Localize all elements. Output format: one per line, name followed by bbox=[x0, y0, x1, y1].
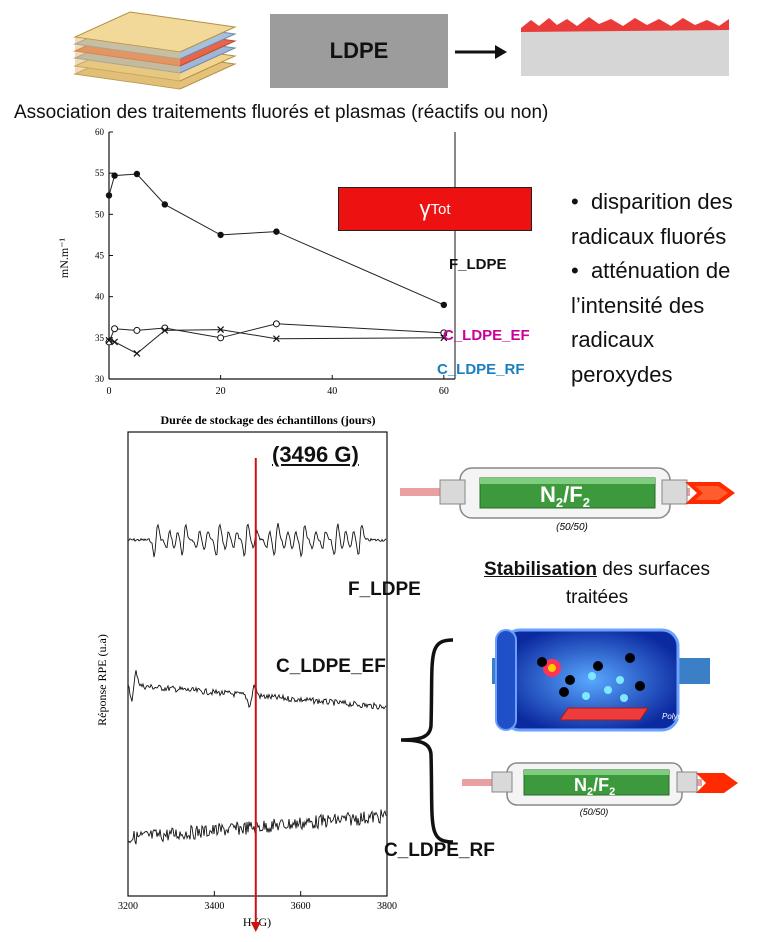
ldpe-label: LDPE bbox=[329, 38, 389, 63]
series-label-c-ldpe-rf: C_LDPE_RF bbox=[437, 361, 525, 378]
x-tick-label: 0 bbox=[107, 386, 112, 397]
y-tick-label: 35 bbox=[95, 333, 105, 343]
x-tick-label: 3200 bbox=[118, 901, 138, 912]
data-point bbox=[273, 228, 280, 235]
data-point bbox=[440, 329, 448, 337]
observation-item: • disparition des radicaux fluorés bbox=[571, 189, 733, 249]
data-point bbox=[111, 338, 119, 346]
data-point bbox=[217, 231, 224, 239]
x-tick-label: 20 bbox=[216, 386, 226, 397]
observations-list: • disparition des radicaux fluorés • att… bbox=[571, 185, 761, 392]
x-tick-label: 3800 bbox=[377, 901, 397, 912]
svg-text:(50/50): (50/50) bbox=[580, 807, 609, 817]
epr-trace bbox=[127, 670, 387, 710]
data-point bbox=[161, 326, 169, 334]
treated-surface-illustration bbox=[521, 17, 729, 76]
data-point bbox=[161, 201, 169, 208]
peak-field-label: (3496 G) bbox=[272, 442, 359, 467]
y-tick-label: 50 bbox=[95, 209, 105, 219]
data-point bbox=[440, 334, 448, 342]
data-point bbox=[272, 320, 280, 328]
stabilisation-emphasis: Stabilisation bbox=[484, 559, 597, 580]
observation-item: • atténuation de l’intensité des radicau… bbox=[571, 258, 731, 387]
gamma-symbol: γ bbox=[419, 196, 431, 221]
epr-trace bbox=[127, 523, 387, 558]
data-point bbox=[111, 172, 118, 179]
page-heading: Association des traitements fluorés et p… bbox=[14, 102, 549, 123]
data-point bbox=[217, 334, 225, 342]
field-marker-arrowhead bbox=[250, 922, 261, 932]
grouping-brace bbox=[400, 638, 454, 844]
y-tick-label: 55 bbox=[95, 168, 105, 178]
layered-film-illustration bbox=[73, 11, 237, 90]
plasma-reactor-illustration: Polymer bbox=[492, 628, 710, 732]
data-point bbox=[272, 335, 280, 343]
epr-label-f-ldpe: F_LDPE bbox=[348, 579, 421, 600]
gamma-subscript: Tot bbox=[430, 200, 451, 218]
x-tick-label: 3400 bbox=[204, 901, 224, 912]
x-tick-label: 3600 bbox=[291, 901, 311, 912]
data-point bbox=[111, 325, 119, 333]
data-point bbox=[217, 326, 225, 334]
series-label-f-ldpe: F_LDPE bbox=[449, 256, 507, 273]
fluorination-reactor-top: N2/F2 (50/50) bbox=[400, 467, 735, 532]
data-point bbox=[105, 192, 113, 199]
y-tick-label: 60 bbox=[95, 127, 105, 137]
fluorination-reactor-bottom: N2/F2 (50/50) bbox=[462, 762, 738, 817]
x-axis-label: Durée de stockage des échantillons (jour… bbox=[161, 413, 376, 427]
y-tick-label: 30 bbox=[95, 374, 105, 384]
data-point bbox=[105, 336, 113, 344]
svg-text:(50/50): (50/50) bbox=[556, 522, 588, 532]
epr-label-c-ldpe-rf: C_LDPE_RF bbox=[384, 840, 495, 861]
svg-text:Polymer: Polymer bbox=[662, 712, 692, 721]
data-point bbox=[133, 326, 141, 334]
x-tick-label: 40 bbox=[327, 386, 337, 397]
svg-text:N2/F2: N2/F2 bbox=[540, 482, 590, 510]
data-point bbox=[133, 170, 141, 178]
x-tick-label: 60 bbox=[439, 386, 449, 397]
epr-trace bbox=[127, 809, 387, 845]
data-point bbox=[133, 350, 141, 357]
plot-frame bbox=[127, 431, 388, 897]
ldpe-label-box: LDPE bbox=[270, 14, 448, 88]
svg-text:N2/F2: N2/F2 bbox=[574, 775, 615, 798]
stabilisation-rest: des surfaces traitées bbox=[565, 559, 710, 608]
stabilisation-caption: Stabilisation des surfaces traitées bbox=[452, 556, 742, 612]
epr-label-c-ldpe-ef: C_LDPE_EF bbox=[276, 656, 386, 677]
y-tick-label: 40 bbox=[95, 292, 105, 302]
y-axis-label: mN.m⁻¹ bbox=[57, 237, 71, 278]
y-axis-label: Réponse RPE (u.a) bbox=[95, 634, 109, 726]
series-line bbox=[108, 329, 444, 355]
series-label-c-ldpe-ef: C_LDPE_EF bbox=[443, 327, 530, 344]
arrow-right-icon bbox=[455, 45, 507, 59]
data-point bbox=[440, 301, 448, 309]
surface-tension-chart: 30 35 40 45 50 55 60 0 20 40 60 Durée de stockage … bbox=[57, 127, 456, 427]
y-tick-label: 45 bbox=[95, 251, 105, 261]
